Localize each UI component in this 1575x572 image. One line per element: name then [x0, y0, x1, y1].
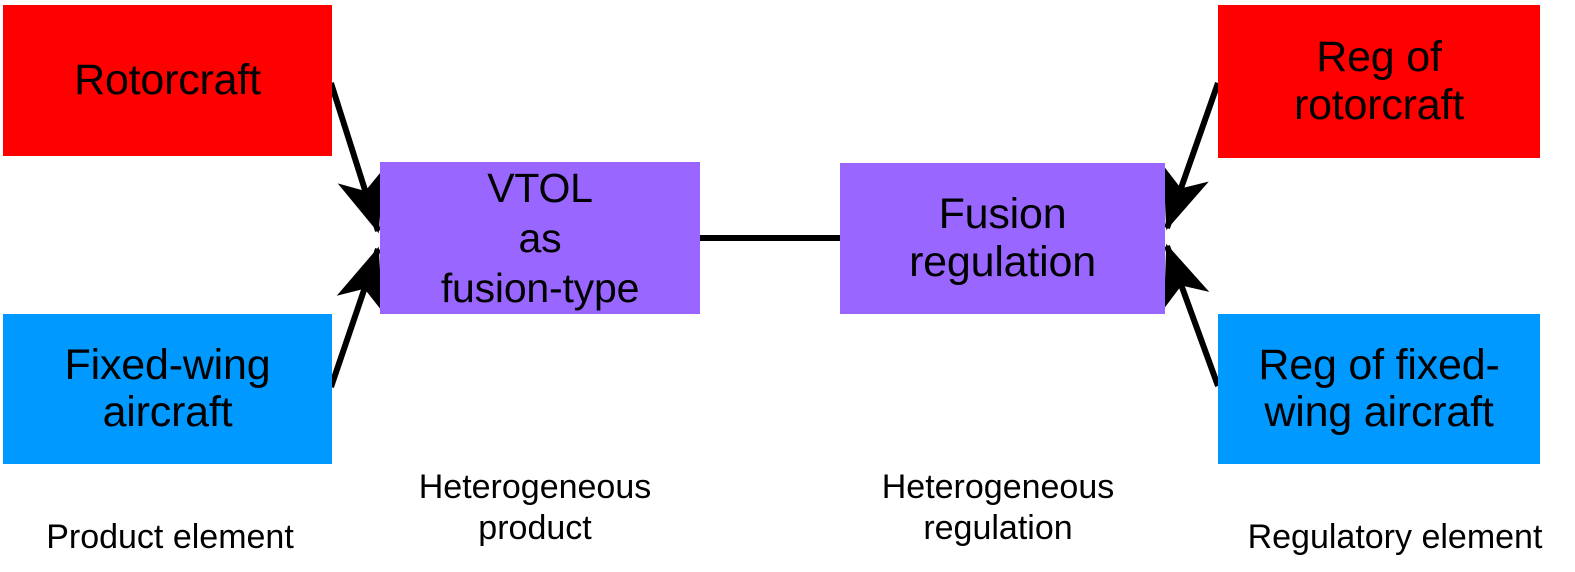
caption-heterogeneous-product: Heterogeneous product	[418, 468, 652, 548]
node-reg-of-rotorcraft[interactable]: Reg of rotorcraft	[1218, 5, 1540, 158]
edge-fixed-wing-to-vtol	[328, 246, 383, 388]
node-rotorcraft[interactable]: Rotorcraft	[3, 5, 332, 156]
node-reg-of-fixed-wing-aircraft[interactable]: Reg of fixed- wing aircraft	[1218, 314, 1540, 464]
edge-rotorcraft-to-vtol	[328, 82, 384, 234]
caption-heterogeneous-regulation: Heterogeneous regulation	[881, 468, 1115, 548]
caption-product-element: Product element	[46, 518, 294, 556]
node-vtol-as-fusion-type[interactable]: VTOL as fusion-type	[380, 162, 700, 314]
caption-regulatory-element: Regulatory element	[1247, 518, 1543, 556]
node-fusion-regulation[interactable]: Fusion regulation	[840, 163, 1165, 314]
node-fixed-wing-aircraft[interactable]: Fixed-wing aircraft	[3, 314, 332, 464]
edge-reg-rotorcraft-to-fusion-regulation	[1163, 82, 1221, 231]
edge-reg-fixed-wing-to-fusion-regulation	[1164, 243, 1221, 388]
